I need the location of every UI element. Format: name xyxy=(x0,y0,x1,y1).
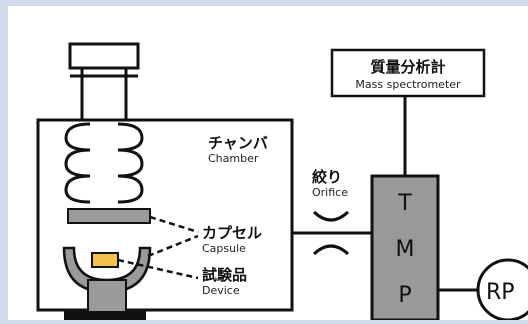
capsule-label-jp: カプセル xyxy=(202,224,262,242)
pedestal xyxy=(87,279,127,313)
device-label-jp: 試験品 xyxy=(202,266,247,284)
rp-label: RP xyxy=(486,280,515,305)
capsule-leader-bottom xyxy=(147,234,199,258)
manipulator-top xyxy=(68,42,140,70)
orifice-label-jp: 絞り xyxy=(312,168,342,186)
mass-spectrometer-label-en: Mass spectrometer xyxy=(355,78,461,91)
device-label-en: Device xyxy=(202,284,240,297)
capsule-lid xyxy=(67,208,151,224)
chamber-label-jp: チャンバ xyxy=(208,134,268,152)
bellows-right xyxy=(117,122,144,204)
orifice-top xyxy=(312,210,350,222)
orifice-label-en: Orifice xyxy=(312,186,348,199)
mass-spectrometer-box xyxy=(330,48,486,98)
capsule-cup xyxy=(62,246,152,294)
orifice-bottom xyxy=(312,244,350,256)
pedestal-base xyxy=(64,311,146,320)
mass-spectrometer-label-jp: 質量分析計 xyxy=(370,58,445,76)
tmp-letter-p: P xyxy=(398,283,411,308)
capsule-label-en: Capsule xyxy=(202,242,246,255)
tmp-letter-m: M xyxy=(396,237,415,262)
capsule-leader-top xyxy=(149,215,199,234)
device-leader xyxy=(117,258,199,280)
chamber-label-en: Chamber xyxy=(208,152,259,165)
device-sample xyxy=(91,252,119,268)
tmp-letter-t: T xyxy=(397,191,412,216)
bellows-left xyxy=(64,122,91,204)
